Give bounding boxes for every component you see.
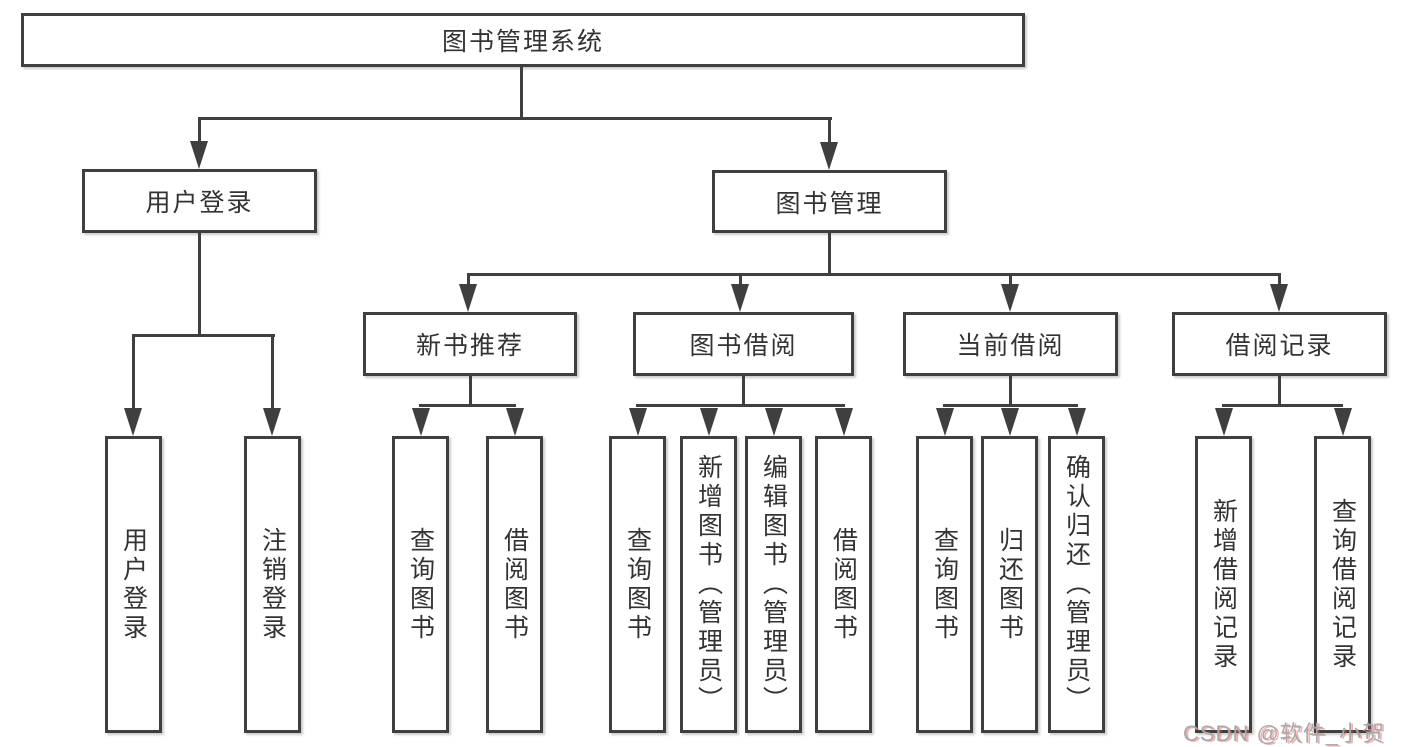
connector-stem bbox=[1009, 376, 1012, 407]
node-book-management: 图书管理 bbox=[712, 170, 947, 233]
node-borrowing-records-label: 借阅记录 bbox=[1225, 332, 1334, 360]
arrow-down-icon bbox=[506, 408, 524, 436]
connector-drop-leaf bbox=[271, 334, 274, 410]
leaf-user-login: 用户登录 bbox=[105, 436, 162, 733]
leaf-query-books-borrowing: 查询图书 bbox=[609, 436, 666, 733]
arrow-down-icon bbox=[700, 408, 718, 436]
leaf-edit-books-admin: 编辑图书（管理员） bbox=[745, 436, 802, 733]
leaf-add-borrow-record: 新增借阅记录 bbox=[1195, 436, 1252, 733]
leaf-confirm-return-admin: 确认归还（管理员） bbox=[1048, 436, 1105, 733]
leaf-query-books-current: 查询图书 bbox=[916, 436, 973, 733]
node-new-book-recommend: 新书推荐 bbox=[363, 312, 577, 376]
connector-stem bbox=[1278, 376, 1281, 407]
node-root-label: 图书管理系统 bbox=[441, 28, 604, 56]
connector-drop-book-mgmt bbox=[828, 117, 831, 143]
arrow-down-icon bbox=[765, 408, 783, 436]
arrow-down-icon bbox=[1001, 408, 1019, 436]
node-root: 图书管理系统 bbox=[21, 13, 1025, 67]
connector-book-mgmt-stem bbox=[828, 233, 831, 275]
leaf-return-books: 归还图书 bbox=[981, 436, 1038, 733]
node-book-management-label: 图书管理 bbox=[775, 189, 884, 218]
arrow-down-icon bbox=[936, 408, 954, 436]
node-borrowing-records: 借阅记录 bbox=[1172, 312, 1387, 376]
connector-drop-current-borrow bbox=[1009, 273, 1012, 287]
arrow-down-icon bbox=[1270, 284, 1288, 312]
connector-drop-new-books bbox=[467, 273, 470, 287]
node-user-login-label: 用户登录 bbox=[145, 189, 254, 217]
arrow-down-icon bbox=[1334, 408, 1352, 436]
arrow-down-icon bbox=[731, 284, 749, 312]
node-book-borrowing: 图书借阅 bbox=[633, 312, 854, 376]
arrow-down-icon bbox=[1068, 408, 1086, 436]
leaf-borrow-books: 借阅图书 bbox=[815, 436, 872, 733]
connector-children bbox=[943, 404, 1078, 407]
leaf-query-books-recommend: 查询图书 bbox=[392, 436, 449, 733]
leaf-borrow-books-recommend: 借阅图书 bbox=[486, 436, 543, 733]
connector-children bbox=[1222, 404, 1343, 407]
connector-drop-borrow-records bbox=[1278, 273, 1281, 287]
connector-drop-leaf bbox=[132, 334, 135, 410]
connector-user-login-children bbox=[132, 334, 275, 337]
leaf-logout: 注销登录 bbox=[244, 436, 301, 733]
node-new-book-recommend-label: 新书推荐 bbox=[415, 332, 524, 360]
arrow-down-icon bbox=[124, 408, 142, 436]
arrow-down-icon bbox=[190, 141, 208, 169]
arrow-down-icon bbox=[459, 284, 477, 312]
node-user-login: 用户登录 bbox=[82, 169, 317, 233]
connector-level2 bbox=[198, 117, 832, 120]
connector-drop-user-login bbox=[198, 117, 201, 143]
leaf-add-books-admin: 新增图书（管理员） bbox=[680, 436, 737, 733]
csdn-watermark: CSDN @软件_小贺同学 bbox=[1183, 721, 1386, 746]
arrow-down-icon bbox=[835, 408, 853, 436]
node-book-borrowing-label: 图书借阅 bbox=[689, 332, 798, 360]
arrow-down-icon bbox=[1215, 408, 1233, 436]
arrow-down-icon bbox=[1001, 284, 1019, 312]
node-current-borrowing-label: 当前借阅 bbox=[956, 332, 1065, 360]
connector-root-stem bbox=[520, 66, 523, 119]
connector-stem bbox=[469, 376, 472, 407]
arrow-down-icon bbox=[412, 408, 430, 436]
connector-children bbox=[419, 404, 516, 407]
connector-level3 bbox=[467, 273, 1281, 276]
leaf-query-borrow-record: 查询借阅记录 bbox=[1314, 436, 1371, 733]
arrow-down-icon bbox=[820, 142, 838, 170]
node-current-borrowing: 当前借阅 bbox=[903, 312, 1118, 376]
connector-stem bbox=[742, 376, 745, 407]
arrow-down-icon bbox=[629, 408, 647, 436]
arrow-down-icon bbox=[263, 408, 281, 436]
connector-children bbox=[636, 404, 845, 407]
connector-drop-book-borrow bbox=[739, 273, 742, 287]
connector-user-login-stem bbox=[198, 233, 201, 337]
